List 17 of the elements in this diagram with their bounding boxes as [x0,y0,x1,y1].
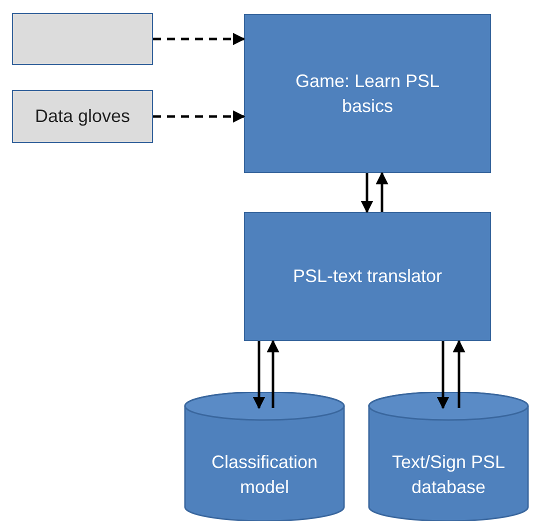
process-box [244,212,491,341]
arrow [153,32,246,46]
node-label: Text/Sign PSL database [390,451,506,499]
input-box [12,13,153,65]
arrow [360,173,374,214]
arrow [436,341,450,410]
input-box [12,90,153,143]
arrow [376,172,388,212]
arrow [252,341,266,410]
arrow [452,340,466,408]
node-label: PSL-text translator [292,265,442,288]
arrow [153,110,246,123]
arrow [266,340,280,408]
node-label: Game: Learn PSL basics [294,70,441,118]
node-label: Classification model [210,451,319,499]
node-label: Data gloves [34,106,130,127]
process-box [244,14,491,173]
